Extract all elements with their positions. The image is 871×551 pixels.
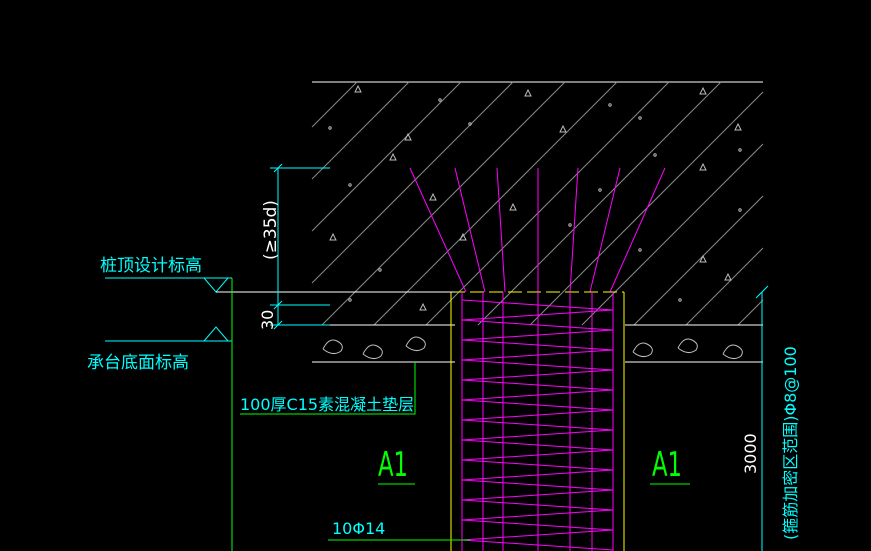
stirrup-note-label: (箍筋加密区范围)Φ8@100 bbox=[781, 346, 800, 540]
depth-3000-label: 3000 bbox=[741, 433, 760, 474]
pile-body bbox=[450, 291, 625, 551]
cushion-label: 100厚C15素混凝土垫层 bbox=[240, 395, 414, 414]
section-label-left: A1 bbox=[378, 445, 408, 485]
anchorage-rebars bbox=[409, 167, 666, 293]
pile-top-elevation-label: 桩顶设计标高 bbox=[100, 256, 202, 276]
dimension-lines bbox=[270, 163, 769, 551]
leaders bbox=[240, 362, 690, 541]
embed-30-label: 30 bbox=[258, 310, 277, 330]
section-label-right: A1 bbox=[652, 445, 682, 485]
cap-bottom-elevation-label: 承台底面标高 bbox=[87, 353, 189, 373]
cushion-layer bbox=[312, 336, 763, 363]
anchorage-label: (≥35d) bbox=[261, 200, 281, 260]
main-rebar-label: 10Φ14 bbox=[332, 519, 385, 538]
elevation-markers bbox=[105, 277, 455, 551]
